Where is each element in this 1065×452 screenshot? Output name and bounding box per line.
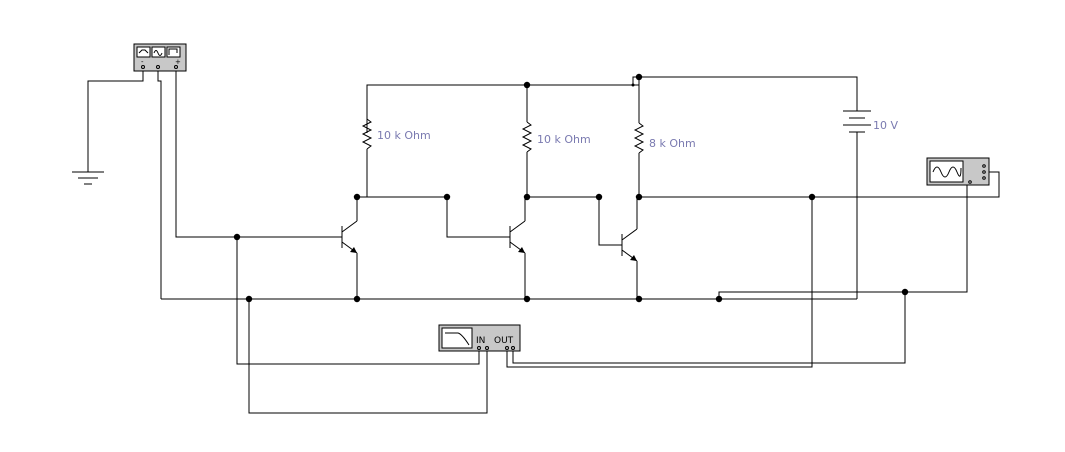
bode-out-minus-terminal[interactable]	[511, 346, 515, 350]
junction-node	[631, 83, 635, 87]
resistor-r2-label: 10 k Ohm	[537, 133, 591, 146]
battery-10v[interactable]	[843, 110, 871, 133]
junction-node	[808, 193, 816, 201]
oscilloscope-screen	[929, 160, 964, 183]
wire-meter-com	[157, 71, 162, 299]
wire-bode-in-minus	[248, 299, 488, 414]
junction-node	[635, 193, 643, 201]
wire-q3-collector	[636, 196, 639, 229]
multimeter-ac-button[interactable]	[151, 46, 166, 58]
oscilloscope[interactable]	[926, 157, 990, 186]
junction-node	[443, 193, 451, 201]
wire-output-to-scope	[639, 171, 1000, 198]
multimeter-terminal-minus[interactable]	[141, 65, 145, 69]
oscilloscope-trigger-terminal[interactable]	[968, 180, 972, 184]
transistor-q2[interactable]	[509, 220, 526, 254]
bode-in-minus-terminal[interactable]	[485, 346, 489, 350]
resistor-r2[interactable]	[521, 121, 533, 153]
junction-node	[595, 193, 603, 201]
bode-out-plus-terminal[interactable]	[505, 346, 509, 350]
multimeter-plus-label: +	[175, 58, 181, 66]
multimeter-dc-button[interactable]	[136, 46, 151, 58]
junction-node	[523, 193, 531, 201]
resistor-r1-label: 10 k Ohm	[377, 129, 431, 142]
bode-in-plus-terminal[interactable]	[477, 346, 481, 350]
resistor-r1[interactable]	[361, 118, 373, 150]
multimeter-terminal-plus[interactable]	[174, 65, 178, 69]
bode-curve-icon	[445, 332, 470, 346]
wire-ground-to-scope	[718, 181, 986, 299]
junction-node	[245, 295, 253, 303]
ground-symbol	[72, 171, 104, 185]
wire-q2-collector	[524, 196, 527, 221]
junction-node	[353, 295, 361, 303]
sine-wave-icon	[932, 166, 962, 178]
wire-bode-in-plus	[236, 237, 480, 365]
oscilloscope-channel-a-terminal[interactable]	[982, 164, 986, 168]
bode-in-label: IN	[476, 336, 485, 346]
wire-ground-to-bode-out-minus	[512, 292, 906, 364]
wire-top-rail	[366, 84, 639, 133]
junction-node	[353, 193, 361, 201]
oscilloscope-ground-terminal[interactable]	[982, 176, 986, 180]
multimeter-minus-label: -	[141, 58, 144, 66]
junction-node	[635, 295, 643, 303]
wire-q1-collector-to-q2-base	[357, 196, 510, 238]
transistor-q1[interactable]	[341, 220, 358, 254]
wire-output-to-bode-out-plus	[506, 197, 813, 368]
multimeter-ohm-button[interactable]	[166, 46, 181, 58]
battery-label: 10 V	[873, 119, 898, 132]
bode-out-label: OUT	[494, 336, 514, 346]
wire-q2-collector-to-q3-base	[527, 196, 622, 246]
transistor-q3[interactable]	[621, 228, 638, 262]
resistor-r3-label: 8 k Ohm	[649, 137, 696, 150]
junction-node	[523, 295, 531, 303]
resistor-r3[interactable]	[633, 122, 645, 154]
wire-battery-positive	[632, 76, 858, 111]
junction-node	[233, 233, 241, 241]
wire-q1-collector	[356, 189, 368, 221]
wire-meter-plus	[175, 71, 237, 238]
oscilloscope-channel-b-terminal[interactable]	[982, 170, 986, 174]
junction-node	[523, 81, 531, 89]
multimeter-terminal-com[interactable]	[156, 65, 160, 69]
junction-node	[635, 73, 643, 81]
multimeter[interactable]: - +	[133, 43, 187, 72]
bode-plotter[interactable]: IN OUT	[438, 324, 521, 352]
junction-node	[901, 288, 909, 296]
bode-plotter-screen	[441, 327, 473, 349]
junction-nodes	[233, 73, 909, 303]
wire-meter-to-ground	[87, 71, 144, 172]
junction-node	[715, 295, 723, 303]
